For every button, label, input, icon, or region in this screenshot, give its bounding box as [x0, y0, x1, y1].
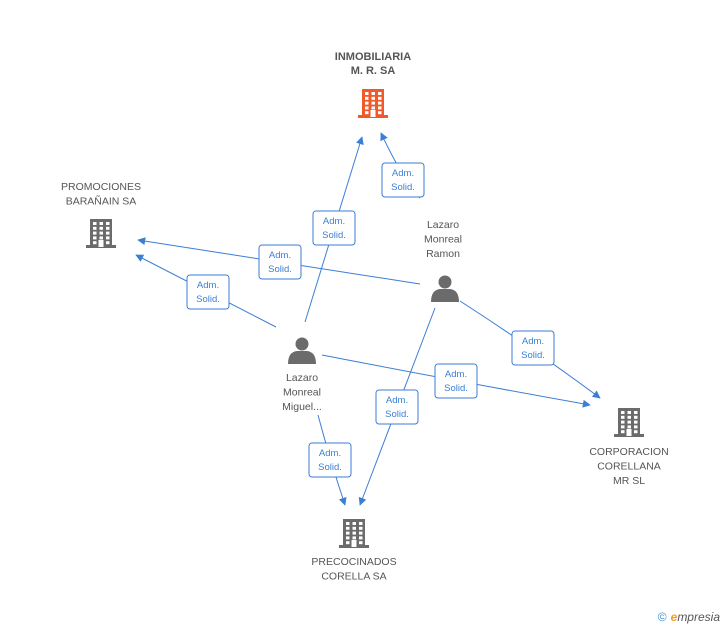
node-preco[interactable]: PRECOCINADOS CORELLA SA — [311, 519, 397, 583]
edge-label-ramon-inmo[interactable]: Adm. Solid. — [381, 162, 425, 198]
edge-label-ramon-preco[interactable]: Adm. Solid. — [375, 389, 419, 425]
node-miguel[interactable]: LazaroMonrealMiguel... — [282, 337, 322, 414]
edge-label-text: Solid. — [391, 182, 415, 193]
node-corp[interactable]: CORPORACION CORELLANA MR SL — [589, 408, 669, 487]
node-inmo[interactable]: INMOBILIARIA M. R. SA — [335, 51, 411, 118]
node-label-line: Ramon — [426, 248, 460, 260]
node-label-line: Miguel... — [282, 401, 322, 413]
edge-label-text: Solid. — [385, 409, 409, 420]
nodes-layer: INMOBILIARIA M. R. SA PROMOCIONES BARAÑAIN … — [61, 51, 669, 583]
edge-label-box — [511, 330, 555, 366]
brand-watermark: ©empresia — [658, 610, 720, 624]
person-icon — [288, 337, 316, 364]
edge-label-text: Solid. — [268, 264, 292, 275]
node-label-line: MR SL — [613, 475, 645, 487]
node-label-line: Monreal — [283, 387, 321, 399]
edge-label-miguel-preco[interactable]: Adm. Solid. — [308, 442, 352, 478]
node-label-line: Lazaro — [286, 372, 318, 384]
node-label-line: M. R. SA — [351, 65, 396, 77]
building-icon — [614, 408, 644, 437]
edge-label-ramon-corp[interactable]: Adm. Solid. — [511, 330, 555, 366]
edge-label-text: Adm. — [323, 216, 345, 227]
edge-label-text: Solid. — [444, 383, 468, 394]
edge-label-text: Solid. — [196, 294, 220, 305]
edges-layer — [135, 132, 601, 506]
edge-label-box — [308, 442, 352, 478]
node-label-line: PROMOCIONES — [61, 181, 141, 193]
edge-label-text: Adm. — [445, 369, 467, 380]
edge-label-box — [186, 274, 230, 310]
edge-label-box — [312, 210, 356, 246]
edge-label-miguel-corp[interactable]: Adm. Solid. — [434, 363, 478, 399]
node-label-line: PRECOCINADOS — [311, 556, 396, 568]
brand-name: mpresia — [677, 610, 720, 624]
edge-label-text: Solid. — [318, 462, 342, 473]
edge-label-ramon-promo[interactable]: Adm. Solid. — [258, 244, 302, 280]
edge-label-box — [258, 244, 302, 280]
edge-label-box — [381, 162, 425, 198]
edge-label-text: Adm. — [522, 336, 544, 347]
node-promo[interactable]: PROMOCIONES BARAÑAIN SA — [61, 181, 141, 248]
node-label-line: BARAÑAIN SA — [66, 195, 137, 208]
node-label-line: CORPORACION — [589, 446, 668, 458]
brand-logo-e: e — [670, 610, 678, 624]
edge-label-text: Adm. — [319, 448, 341, 459]
node-label-line: CORELLANA — [597, 461, 661, 473]
edge-label-text: Adm. — [386, 395, 408, 406]
edge-label-text: Adm. — [197, 280, 219, 291]
copyright-icon: © — [657, 610, 667, 624]
edge-label-text: Solid. — [521, 350, 545, 361]
node-label-line: INMOBILIARIA — [335, 51, 411, 63]
node-label-line: Monreal — [424, 234, 462, 246]
edge-label-miguel-promo[interactable]: Adm. Solid. — [186, 274, 230, 310]
person-icon — [431, 275, 459, 302]
edge-label-box — [434, 363, 478, 399]
node-label-line: Lazaro — [427, 219, 459, 231]
node-label-line: CORELLA SA — [321, 571, 386, 583]
edge-label-text: Adm. — [392, 168, 414, 179]
edge-label-miguel-inmo[interactable]: Adm. Solid. — [312, 210, 356, 246]
edge-label-text: Adm. — [269, 250, 291, 261]
edge-label-text: Solid. — [322, 230, 346, 241]
building-icon — [86, 219, 116, 248]
edge-label-box — [375, 389, 419, 425]
edge-labels-layer: Adm. Solid. Adm. Solid. Adm. Solid. Adm. Solid.… — [186, 162, 555, 478]
building-highlight-icon — [358, 89, 388, 118]
building-icon — [339, 519, 369, 548]
